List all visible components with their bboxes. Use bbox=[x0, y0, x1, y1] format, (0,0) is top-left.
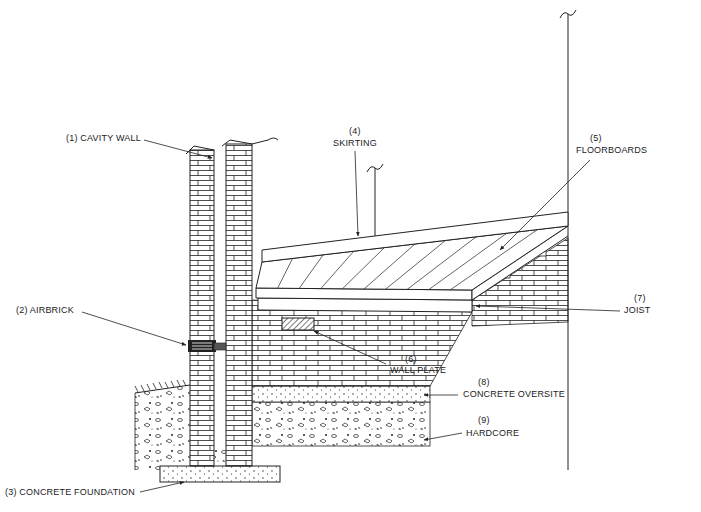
part-label: FLOORBOARDS bbox=[576, 145, 647, 156]
callout-number: (9) bbox=[478, 415, 490, 426]
wall-plate bbox=[282, 318, 314, 330]
airbrick bbox=[188, 340, 226, 352]
callout-number: (5) bbox=[590, 133, 602, 144]
part-label: WALL PLATE bbox=[390, 365, 446, 376]
callout-number: (8) bbox=[478, 377, 490, 388]
part-label: (2) AIRBRICK bbox=[16, 305, 74, 316]
part-label: (1) CAVITY WALL bbox=[66, 133, 141, 144]
part-label: JOIST bbox=[624, 305, 651, 316]
part-label: (3) CONCRETE FOUNDATION bbox=[5, 487, 135, 498]
leader-lines bbox=[82, 140, 620, 492]
concrete-oversite bbox=[252, 386, 430, 402]
skirting bbox=[262, 212, 568, 262]
part-label: CONCRETE OVERSITE bbox=[463, 389, 565, 400]
callout-number: (4) bbox=[349, 126, 361, 137]
hardcore bbox=[252, 402, 430, 446]
concrete-foundation bbox=[160, 466, 280, 482]
part-label: HARDCORE bbox=[466, 428, 519, 439]
ground bbox=[135, 380, 190, 470]
part-label: SKIRTING bbox=[333, 138, 377, 149]
callout-number: (6) bbox=[405, 354, 417, 365]
callout-number: (7) bbox=[634, 293, 646, 304]
sleeper-wall bbox=[252, 300, 472, 386]
